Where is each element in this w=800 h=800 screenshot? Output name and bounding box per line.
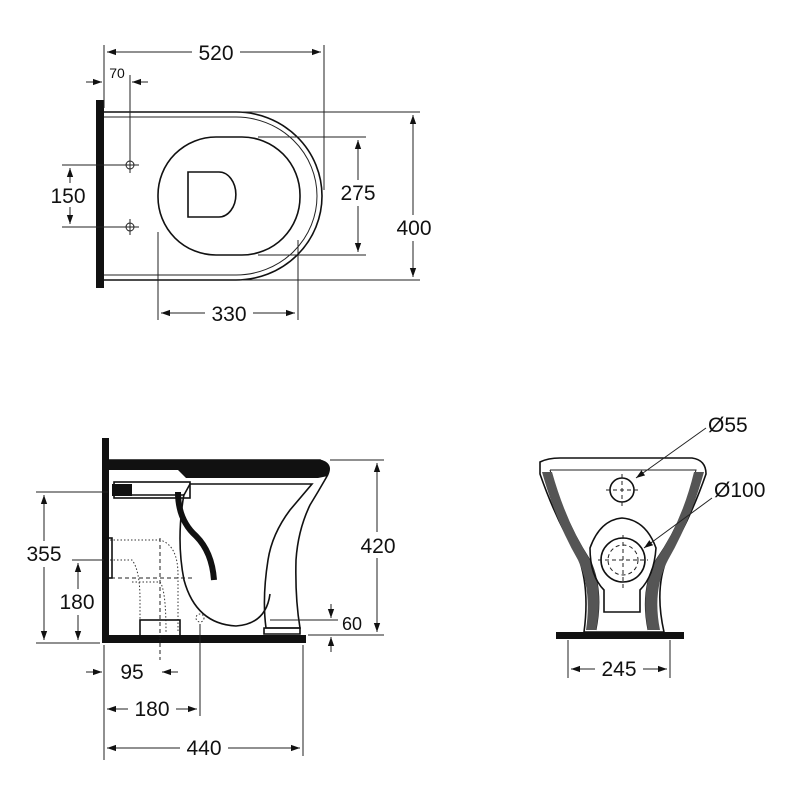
outlet-recess-front [589, 517, 657, 613]
bowl-outline-top-inner [104, 116, 318, 276]
bowl-outline-top [104, 111, 323, 281]
wall-shade-right [645, 472, 704, 630]
dim-base-width: 245 [601, 658, 636, 681]
dim-fixing-spacing: 150 [50, 185, 85, 208]
base-front [556, 632, 684, 639]
dim-fixing-offset: 70 [109, 65, 125, 81]
wall-plate-top [96, 100, 104, 288]
floor-side [102, 635, 306, 643]
dim-small-hole-diameter: Ø55 [708, 414, 748, 437]
fixing-hole-icon [122, 219, 139, 235]
connector-base-side [139, 619, 181, 639]
fixing-screw-side [195, 613, 205, 623]
pan-connector-side [110, 539, 179, 633]
dim-overall-width: 400 [396, 217, 431, 240]
dim-overall-depth: 440 [186, 737, 221, 760]
dim-inlet-height: 355 [26, 543, 61, 566]
dim-outlet-height: 180 [59, 591, 94, 614]
fixing-hole-icon [122, 157, 139, 173]
trap-side [175, 491, 217, 581]
spigot-end-side [112, 484, 132, 496]
wall-side [102, 438, 109, 643]
dim-seat-length: 330 [211, 303, 246, 326]
top-view: 520 70 150 275 400 330 [44, 40, 438, 326]
dim-seat-width: 275 [340, 182, 375, 205]
bowl-outline-side [109, 459, 330, 629]
wall-shade-left [542, 472, 599, 630]
dim-outlet-offset: 95 [120, 661, 143, 684]
trap-curve-side [179, 493, 271, 627]
side-view: 355 180 420 60 95 180 440 [20, 438, 402, 760]
seat-outline-top [157, 136, 301, 256]
base-side [263, 627, 301, 635]
connector-flange-side [103, 537, 113, 579]
dim-fixing-distance: 180 [134, 698, 169, 721]
front-view: Ø55 Ø100 245 [539, 414, 765, 681]
dim-overall-length: 520 [198, 42, 233, 65]
seat-hole-top [187, 171, 237, 218]
dim-foot-height: 60 [342, 614, 362, 634]
dim-large-hole-diameter: Ø100 [714, 479, 765, 502]
dim-overall-height: 420 [360, 535, 395, 558]
rim-side [109, 460, 330, 478]
